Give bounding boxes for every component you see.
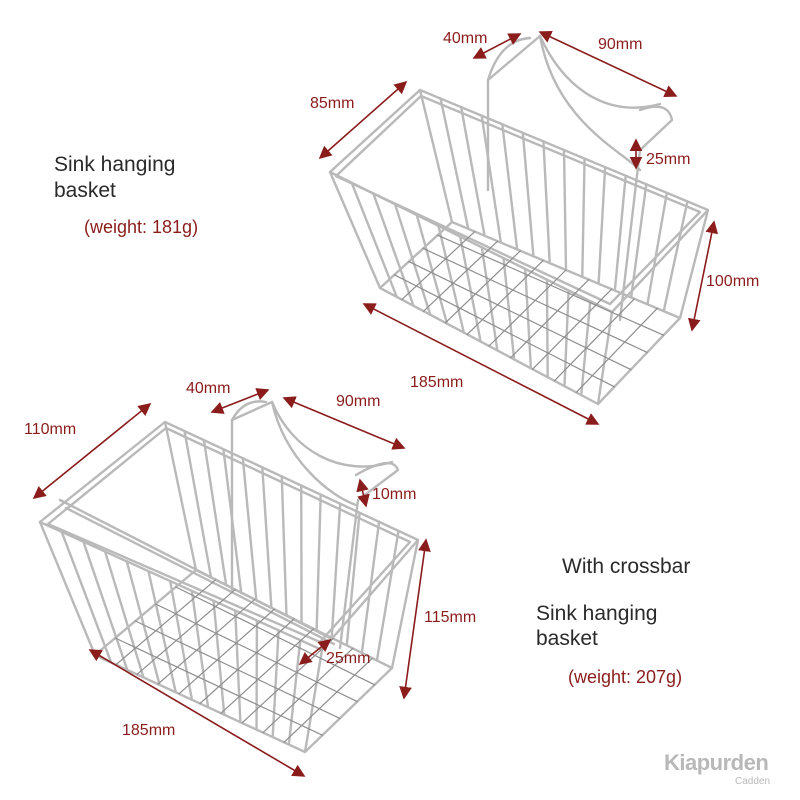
wire-bar — [241, 457, 258, 602]
wire-bar — [222, 448, 243, 594]
wire-bar — [408, 261, 632, 371]
bottom-dim-depth: 110mm — [24, 421, 77, 438]
wire-bar — [360, 520, 381, 655]
wire-bar — [437, 234, 665, 336]
wire-bar — [423, 240, 499, 312]
bottom-dim-crossbar-drop: 25mm — [326, 650, 371, 667]
brand-watermark-sub: Cadden — [735, 776, 771, 787]
brand-watermark: Kiapurden — [664, 750, 769, 775]
wire-bar — [175, 586, 376, 686]
bottom-basket-drawing — [38, 400, 420, 754]
top-basket-wire-bars — [350, 97, 689, 397]
top-dim-hook-drop: 25mm — [646, 151, 691, 168]
top-dim-hook-span: 90mm — [598, 36, 643, 53]
wire-bar — [375, 529, 400, 662]
wire-bar — [422, 247, 648, 353]
wire-bar — [597, 165, 607, 285]
wire-bar — [60, 530, 113, 664]
wire-bar — [202, 438, 228, 587]
wire-bar — [280, 475, 288, 617]
bottom-basket-caption-line1: Sink hanging — [536, 602, 658, 625]
bottom-basket-crossbar — [58, 498, 332, 640]
top-basket-weight: (weight: 181g) — [84, 217, 199, 237]
top-dim-height: 100mm — [706, 273, 760, 290]
top-basket-caption-line1: Sink hanging — [54, 153, 176, 176]
bottom-dim-hook-span: 90mm — [336, 393, 381, 410]
bottom-dim-height: 115mm — [424, 609, 477, 626]
wire-bar — [531, 288, 613, 370]
top-dim-length: 185mm — [410, 374, 464, 391]
bottom-basket-dimension-arrows — [32, 388, 431, 777]
wire-bar — [629, 183, 648, 299]
wire-bar — [480, 114, 503, 244]
wire-bar — [662, 200, 689, 313]
wire-bar — [521, 131, 535, 258]
wire-bar — [401, 231, 476, 301]
wire-bar — [646, 191, 669, 306]
wire-bar — [459, 105, 486, 237]
wire-bar — [542, 140, 551, 265]
wire-bar — [261, 466, 273, 609]
wire-bar — [439, 97, 470, 231]
wire-bar — [82, 540, 129, 672]
wire-bar — [330, 502, 342, 640]
wire-bar — [234, 609, 242, 724]
wire-bar — [562, 148, 568, 272]
wire-bar — [613, 174, 627, 292]
wire-bar — [345, 511, 361, 647]
wire-bar — [488, 269, 567, 347]
top-basket-caption-line2: basket — [54, 179, 116, 202]
top-dim-depth: 85mm — [310, 95, 355, 112]
wire-bar — [350, 181, 398, 299]
wire-bar — [501, 123, 519, 251]
bottom-dim-length: 185mm — [122, 722, 176, 739]
wire-bar — [315, 493, 322, 632]
top-dim-hook-width: 40mm — [443, 30, 488, 47]
wire-bar — [581, 157, 586, 279]
wire-bar — [372, 192, 415, 308]
wire-bar — [183, 429, 213, 579]
top-basket-dimension-arrows — [318, 30, 719, 425]
bottom-basket-caption-line2: basket — [536, 627, 598, 650]
wire-bar — [510, 279, 590, 359]
wire-bar — [393, 203, 432, 316]
bottom-dim-hook-width: 40mm — [186, 380, 231, 397]
wire-bar — [220, 628, 315, 714]
bottom-dim-hook-drop: 10mm — [372, 486, 417, 503]
wire-bar — [134, 620, 341, 720]
bottom-basket-variant: With crossbar — [562, 555, 691, 578]
bottom-basket-weight: (weight: 207g) — [568, 667, 683, 687]
